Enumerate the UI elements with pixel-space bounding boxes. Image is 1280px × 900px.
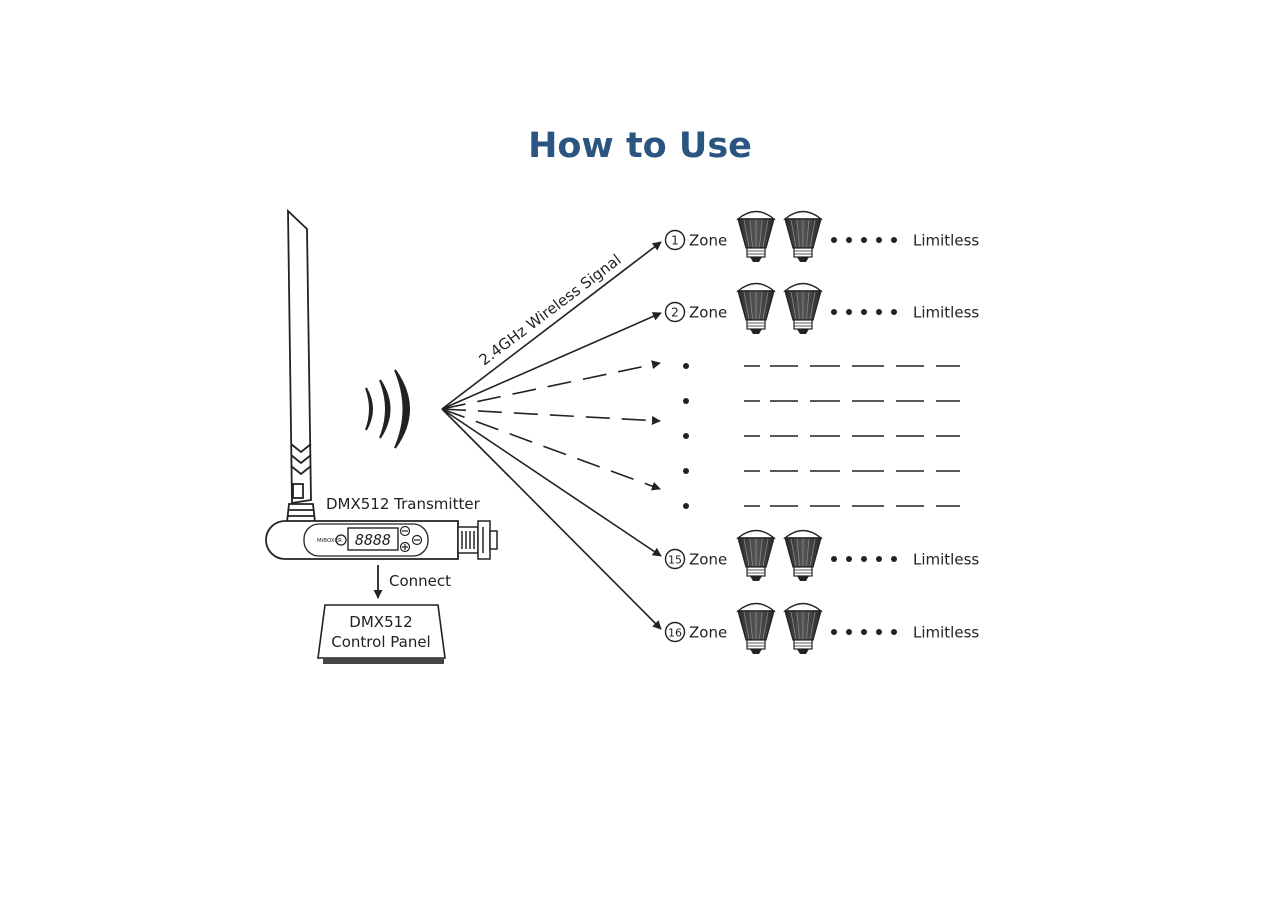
- zone-limit-label: Limitless: [913, 551, 979, 569]
- dmx512-control-panel: DMX512 Control Panel: [317, 604, 446, 664]
- zone-number-badge: 2: [664, 301, 686, 323]
- control-panel-line1: DMX512: [349, 613, 412, 631]
- light-bulb-icon: [736, 529, 776, 581]
- ray-zone-2: [441, 312, 662, 410]
- signal-label: 2.4GHz Wireless Signal: [476, 251, 625, 369]
- mode-button-icon: [411, 534, 423, 546]
- ray-zone-16: [441, 408, 662, 630]
- minus-button-icon: [399, 525, 411, 537]
- ray-dashed-2: [441, 408, 661, 426]
- control-panel-line2: Control Panel: [331, 633, 430, 651]
- light-bulb-icon: [736, 282, 776, 334]
- zone-label: Zone: [689, 551, 727, 569]
- transmitter-label: DMX512 Transmitter: [326, 495, 481, 513]
- zone-number-badge: 1: [664, 229, 686, 251]
- page-title: How to Use: [528, 126, 752, 166]
- zone-limit-label: Limitless: [913, 624, 979, 642]
- zone-number: 1: [671, 234, 679, 248]
- signal-rays: [441, 241, 662, 630]
- zone-number: 2: [671, 306, 679, 320]
- zone-label: Zone: [689, 232, 727, 250]
- more-dots: [831, 237, 897, 243]
- zone-label: Zone: [689, 624, 727, 642]
- zone-row: 15 Zone Limitless: [664, 529, 979, 581]
- antenna-icon: [285, 208, 317, 523]
- light-bulb-icon: [736, 602, 776, 654]
- zone-row: 1 Zone Limitless: [664, 210, 979, 262]
- ray-dashed-1: [441, 360, 661, 410]
- zone-number: 15: [668, 554, 682, 567]
- ray-zone-1: [441, 241, 662, 410]
- ray-dashed-3: [441, 408, 661, 491]
- more-dots: [831, 309, 897, 315]
- xlr-connector-icon: [457, 520, 498, 560]
- light-bulb-icon: [783, 529, 823, 581]
- light-bulb-icon: [783, 210, 823, 262]
- more-dots: [831, 556, 897, 562]
- ray-zone-15: [441, 408, 662, 557]
- dmx512-transmitter: MiBOXER 8888 DMX512 Transmitter: [265, 495, 498, 560]
- zone-limit-label: Limitless: [913, 232, 979, 250]
- ellipsis-rows: [683, 363, 960, 509]
- light-bulb-icon: [783, 282, 823, 334]
- zone-row: 2 Zone Limitless: [664, 282, 979, 334]
- light-bulb-icon: [783, 602, 823, 654]
- plus-button-icon: [399, 541, 411, 553]
- light-bulb-icon: [736, 210, 776, 262]
- zone-number-badge: 16: [664, 621, 686, 643]
- transmitter-display: 8888: [355, 531, 391, 549]
- zone-number: 16: [668, 627, 682, 640]
- connect-label: Connect: [389, 572, 451, 590]
- zone-number-badge: 15: [664, 548, 686, 570]
- transmitter-brand: MiBOXER: [317, 538, 342, 544]
- zone-limit-label: Limitless: [913, 304, 979, 322]
- zone-row: 16 Zone Limitless: [664, 602, 979, 654]
- more-dots: [831, 629, 897, 635]
- wireless-waves-icon: [365, 369, 410, 449]
- zone-label: Zone: [689, 304, 727, 322]
